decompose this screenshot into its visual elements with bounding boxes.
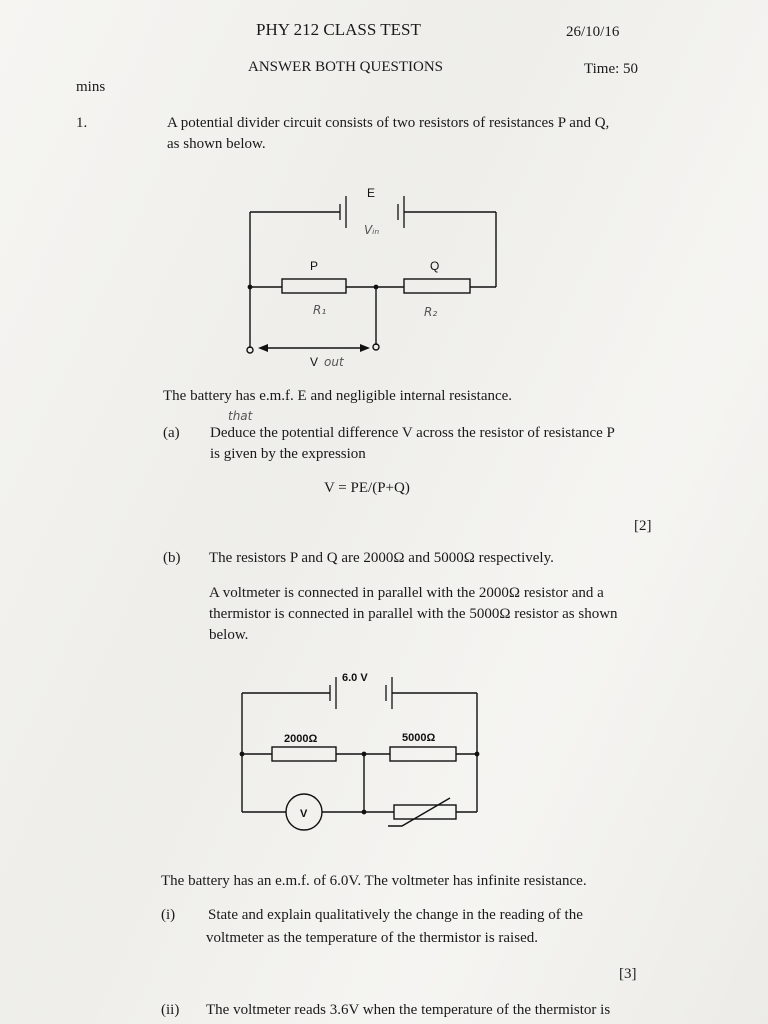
voltmeter-symbol-label: V	[300, 808, 308, 820]
question-intro-line-1: A potential divider circuit consists of …	[167, 115, 610, 131]
part-i-marks: [3]	[619, 966, 637, 982]
battery-emf-note: The battery has an e.m.f. of 6.0V. The v…	[161, 873, 587, 889]
resistor-p-label: P	[310, 259, 318, 273]
part-a-line-1: Deduce the potential difference V across…	[210, 425, 615, 441]
part-a-formula: V = PE/(P+Q)	[324, 480, 410, 496]
part-b-para-line-1: A voltmeter is connected in parallel wit…	[209, 585, 604, 601]
handwritten-r2-note: R₂	[424, 305, 437, 319]
part-a-label: (a)	[163, 425, 180, 441]
resistor-2000-label: 2000Ω	[284, 733, 317, 745]
part-ii-line-1: The voltmeter reads 3.6V when the temper…	[206, 1002, 611, 1018]
part-i-line-1: State and explain qualitatively the chan…	[208, 907, 583, 923]
time-unit: mins	[76, 79, 106, 95]
part-ii-label: (ii)	[161, 1002, 180, 1018]
battery-note: The battery has e.m.f. E and negligible …	[163, 388, 513, 404]
handwritten-that: that	[228, 409, 253, 423]
resistor-5000-label: 5000Ω	[402, 732, 435, 744]
part-a-line-2: is given by the expression	[210, 446, 366, 462]
instructions: ANSWER BOTH QUESTIONS	[248, 59, 443, 75]
emf-e-label: E	[367, 186, 375, 200]
handwritten-r1-note: R₁	[313, 303, 326, 317]
part-i-line-2: voltmeter as the temperature of the ther…	[206, 930, 538, 946]
time-allowed: Time: 50	[584, 61, 639, 77]
part-b-para-line-2: thermistor is connected in parallel with…	[209, 606, 618, 622]
question-number: 1.	[76, 115, 88, 131]
question-intro-line-2: as shown below.	[167, 136, 266, 152]
part-b-line-1: The resistors P and Q are 2000Ω and 5000…	[209, 550, 554, 566]
vout-label: V	[310, 355, 318, 369]
part-b-label: (b)	[163, 550, 181, 566]
resistor-q-label: Q	[430, 259, 439, 273]
test-date: 26/10/16	[566, 24, 620, 40]
handwritten-vout-subscript: out	[324, 355, 345, 369]
part-b-para-line-3: below.	[209, 627, 249, 643]
emf-6v-label: 6.0 V	[342, 672, 368, 684]
course-title: PHY 212 CLASS TEST	[256, 20, 421, 39]
part-a-marks: [2]	[634, 518, 652, 534]
part-i-label: (i)	[161, 907, 176, 923]
handwritten-vin-note: Vᵢₙ	[364, 223, 379, 237]
